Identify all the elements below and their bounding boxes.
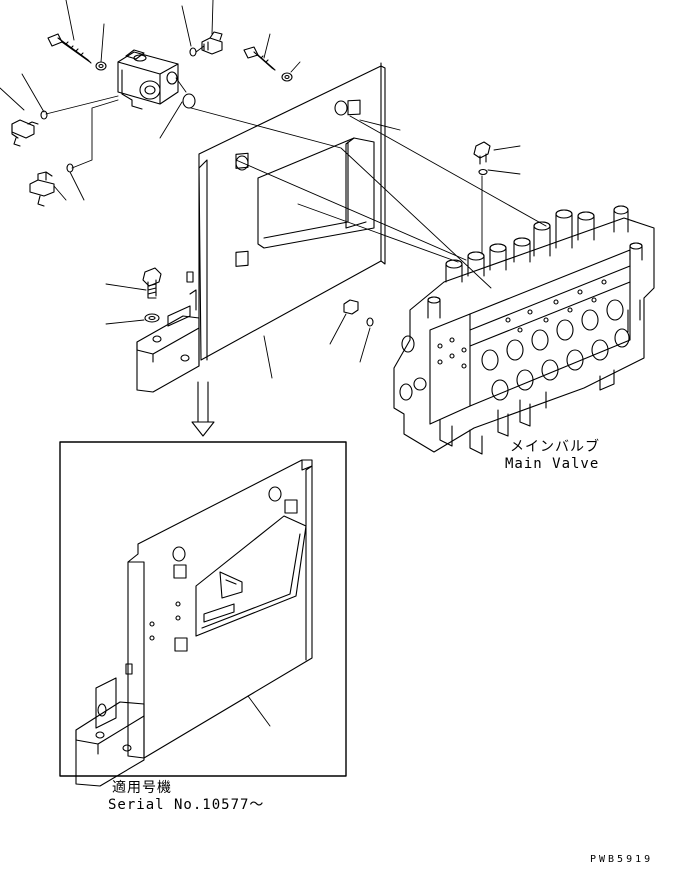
valve-side-plugs: [399, 299, 641, 455]
assembly-lines-valve: [190, 107, 547, 289]
oring-plate: [182, 93, 196, 109]
valve-top-caps: [427, 205, 643, 319]
serial-number-label: Serial No.10577〜: [108, 797, 264, 813]
mounting-plate-variant: [75, 459, 313, 787]
valve-spools: [481, 299, 630, 401]
valve-block-small: [117, 49, 179, 110]
main-valve: [393, 205, 655, 455]
washer-top-mid: [281, 72, 293, 82]
bolt-valve-small: [343, 299, 374, 327]
oring-left: [40, 110, 48, 120]
down-arrow: [191, 381, 215, 437]
bolt-valve: [473, 141, 491, 165]
leader-lines-plate: [105, 283, 273, 379]
washer-valve: [478, 168, 488, 176]
assembly-chain-lines: [45, 45, 205, 169]
main-valve-label-en: Main Valve: [505, 456, 599, 472]
variant-inset-frame: [59, 441, 347, 777]
washer-plate: [144, 313, 160, 323]
valve-ports: [437, 279, 607, 369]
leader-line-inset: [247, 695, 271, 727]
mounting-plate: [136, 62, 386, 393]
oring-top: [189, 47, 197, 57]
leader-lines-valve-small: [329, 313, 371, 363]
leader-lines-top: [0, 0, 301, 201]
bolt-top-left: [47, 33, 92, 64]
bolt-plate: [142, 267, 162, 299]
washer-top-left: [95, 61, 107, 71]
elbow-fitting-lower-left: [29, 171, 55, 207]
drawing-code: PWB5919: [590, 854, 653, 865]
leader-lines-valve-top: [481, 145, 521, 255]
elbow-fitting-top: [201, 31, 223, 55]
main-valve-label-jp: メインバルブ: [510, 438, 600, 455]
applicable-model-label: 適用号機: [112, 779, 172, 796]
elbow-fitting-left: [11, 119, 39, 147]
bolt-top-mid: [243, 46, 276, 71]
